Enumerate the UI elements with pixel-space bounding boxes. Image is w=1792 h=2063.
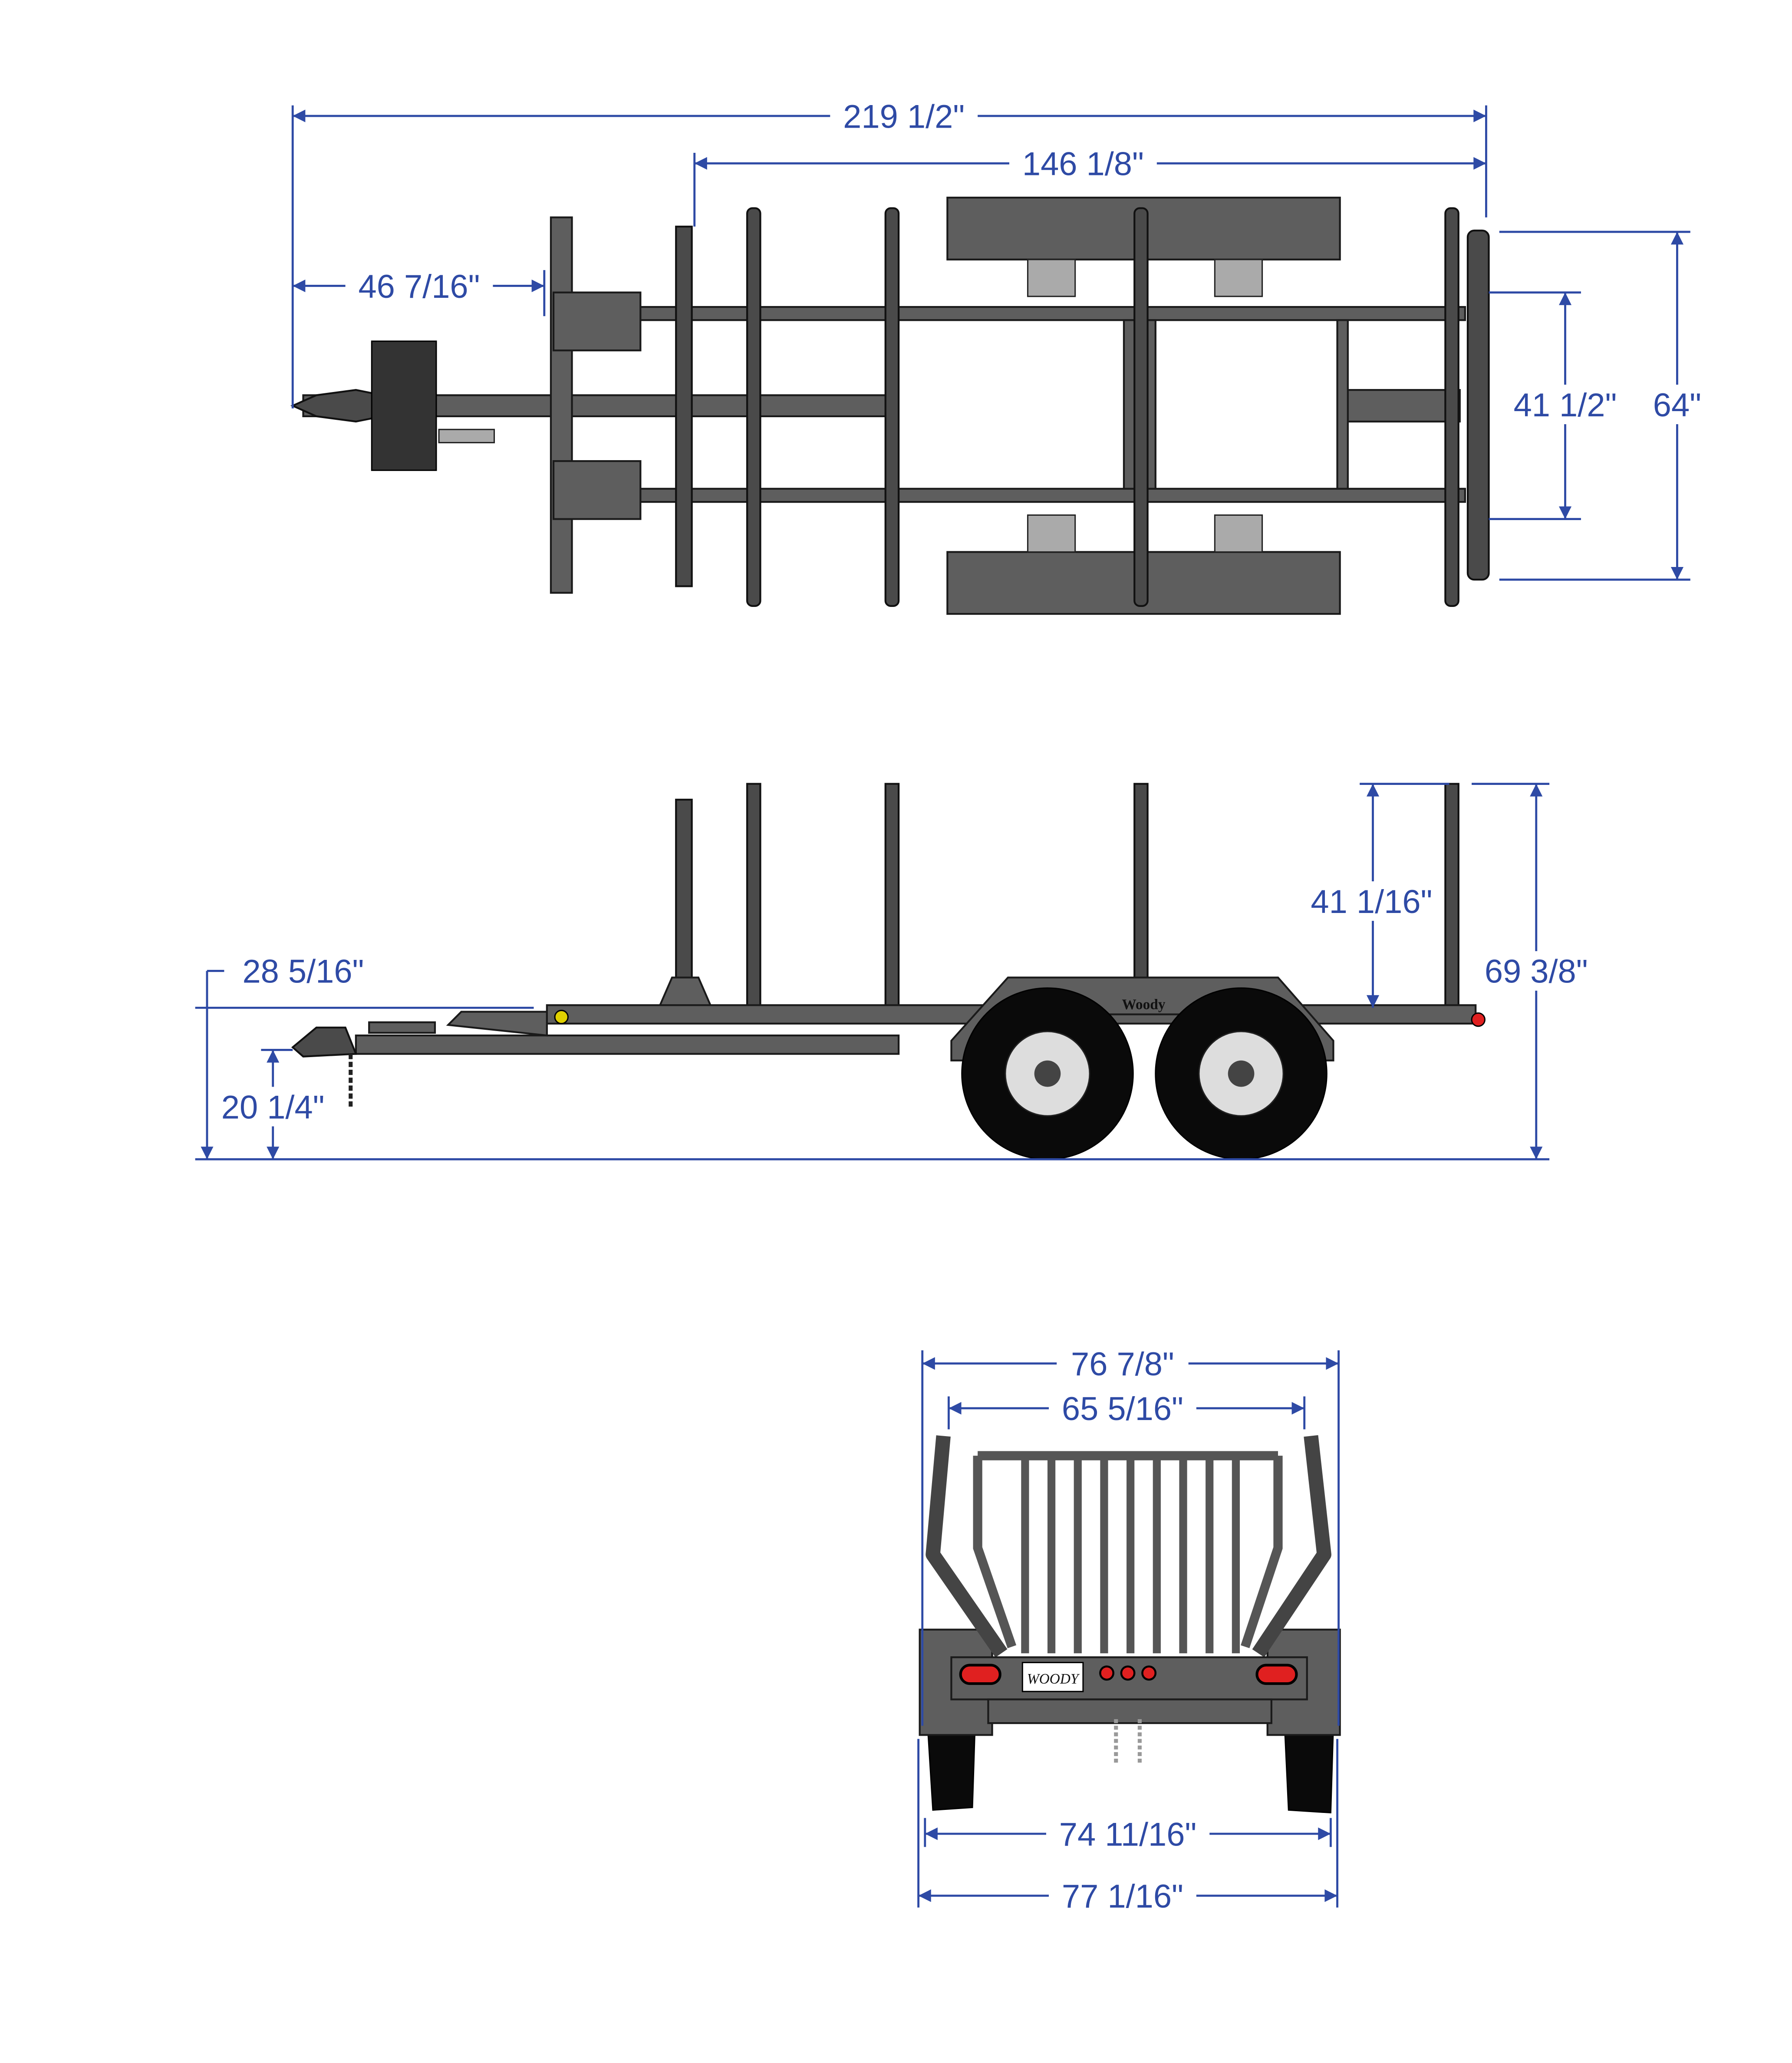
stake	[1444, 783, 1459, 1015]
dimension-overall-length: 219 1/2"	[843, 98, 965, 135]
tire-right	[1284, 1725, 1334, 1814]
dimension-overall-width-top: 76 7/8"	[1071, 1346, 1174, 1383]
stake	[1444, 207, 1459, 607]
dimension-overall-width: 64"	[1653, 387, 1701, 424]
dimension-deck-height: 28 5/16"	[242, 953, 364, 990]
tail-light-left	[959, 1664, 1001, 1685]
frame-rail	[638, 306, 1466, 321]
brand-logo-rear: WOODY	[1027, 1671, 1080, 1687]
dimension-hitch-height: 20 1/4"	[221, 1089, 325, 1126]
stake	[884, 207, 900, 607]
dimension-bunk-width: 65 5/16"	[1062, 1391, 1183, 1427]
jack-plate	[371, 340, 437, 471]
stake	[884, 783, 900, 1015]
wheel	[961, 987, 1134, 1160]
bunk-frame	[926, 1435, 1331, 1658]
dimension-hitch-to-front: 46 7/16"	[359, 268, 480, 305]
front-crossbeam	[550, 216, 573, 594]
wheel	[1155, 987, 1328, 1160]
hitch-coupler	[291, 1026, 357, 1058]
dimension-stake-height: 41 1/16"	[1311, 883, 1432, 920]
dimension-track-width: 74 11/16"	[1059, 1816, 1197, 1853]
dimension-overall-width-bottom: 77 1/16"	[1062, 1878, 1183, 1915]
tongue	[355, 1034, 900, 1055]
front-bolster	[675, 798, 693, 985]
stake	[1133, 207, 1149, 607]
rear-view: WOODY 76 7/8" 65 5/16" 74 11/16" 77 1/16…	[917, 1344, 1341, 1916]
dimension-frame-width: 41 1/2"	[1514, 387, 1617, 424]
top-view: 219 1/2" 146 1/8" 46 7/16" 41 1/2" 64"	[290, 95, 1710, 615]
side-view: Woody 28 5/16" 20 1/4" 41 1/16" 69 3/8"	[195, 783, 1597, 1160]
tire-left	[927, 1725, 976, 1811]
license-plate	[1021, 1661, 1084, 1692]
stake	[746, 207, 761, 607]
front-bolster	[675, 225, 693, 587]
brand-logo-side: Woody	[1122, 996, 1165, 1012]
tail-light-right	[1255, 1664, 1298, 1685]
stake	[1133, 783, 1149, 982]
dimension-bed-length: 146 1/8"	[1022, 146, 1144, 183]
stake	[746, 783, 761, 1015]
dimension-overall-height: 69 3/8"	[1485, 953, 1588, 990]
rear-bumper	[1466, 229, 1490, 581]
frame-rail	[638, 488, 1466, 503]
